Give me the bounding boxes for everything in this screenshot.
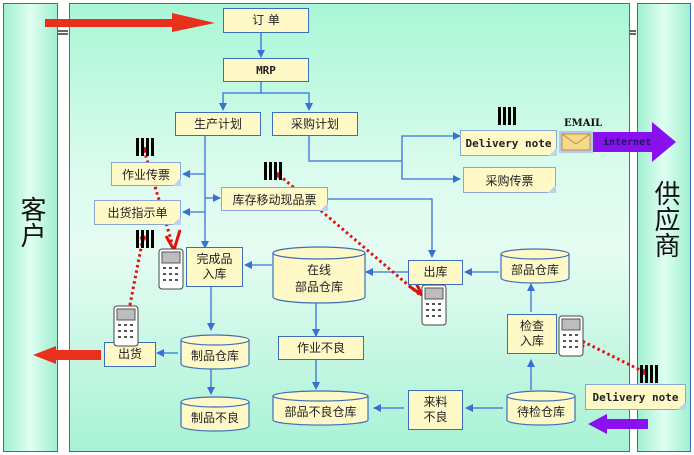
node-finished-warehouse-label: 制品仓库 bbox=[190, 348, 239, 363]
barcode-icon bbox=[640, 365, 658, 383]
node-parts-warehouse-label: 部品仓库 bbox=[510, 262, 559, 277]
factory-area bbox=[69, 3, 630, 452]
node-inspect-in-label: 检查 入库 bbox=[519, 319, 544, 348]
email-label: EMAIL bbox=[564, 118, 603, 129]
node-delivery-note-in[interactable]: Delivery note bbox=[585, 384, 686, 410]
cylinder-shape bbox=[180, 334, 250, 370]
node-parts-defect-warehouse-label: 部品不良仓库 bbox=[284, 404, 357, 419]
barcode-icon bbox=[136, 230, 154, 248]
customer-panel: 客户 bbox=[3, 3, 58, 452]
edge-purchase-split bbox=[308, 136, 402, 162]
node-outbound[interactable]: 出库 bbox=[408, 260, 463, 285]
delivery-inbound-arrow bbox=[588, 414, 648, 434]
node-finished-goods-in[interactable]: 完成品 入库 bbox=[186, 247, 243, 287]
handheld-scanner-icon bbox=[421, 284, 447, 326]
edge-mrp-split bbox=[219, 82, 262, 111]
edge-to-delivery bbox=[401, 132, 461, 161]
barcode-icon bbox=[498, 107, 516, 125]
node-work-ticket[interactable]: 作业传票 bbox=[111, 162, 181, 186]
cylinder-shape bbox=[500, 248, 570, 284]
node-shipping-instruction[interactable]: 出货指示单 bbox=[94, 200, 181, 225]
cylinder-shape bbox=[272, 390, 369, 426]
envelope-icon bbox=[559, 131, 593, 153]
cylinder-shape bbox=[180, 396, 250, 432]
node-production-plan[interactable]: 生产计划 bbox=[175, 112, 261, 136]
order-inflow-arrow bbox=[45, 13, 215, 32]
node-pending-inspection-warehouse[interactable]: 待检仓库 bbox=[506, 390, 576, 426]
node-purchase-ticket[interactable]: 采购传票 bbox=[463, 167, 556, 193]
node-parts-warehouse[interactable]: 部品仓库 bbox=[500, 248, 570, 284]
node-online-parts-warehouse[interactable]: 在线 部品仓库 bbox=[272, 246, 366, 304]
barcode-icon bbox=[136, 138, 154, 156]
handheld-scanner-icon bbox=[158, 248, 184, 290]
handheld-scanner-icon bbox=[558, 315, 584, 357]
node-online-parts-warehouse-label: 在线 部品仓库 bbox=[294, 263, 343, 294]
edge-to-purchase-ticket bbox=[401, 161, 461, 183]
scan-path-move-ticket bbox=[278, 173, 421, 297]
scan-path-shipping bbox=[126, 237, 145, 316]
cylinder-shape bbox=[506, 390, 576, 426]
node-purchase-plan[interactable]: 采购计划 bbox=[272, 112, 358, 136]
node-incoming-defect[interactable]: 来料 不良 bbox=[408, 390, 463, 430]
node-parts-defect-warehouse[interactable]: 部品不良仓库 bbox=[272, 390, 369, 426]
node-pending-inspection-warehouse-label: 待检仓库 bbox=[516, 404, 565, 419]
node-finished-warehouse[interactable]: 制品仓库 bbox=[180, 334, 250, 370]
node-finished-defect[interactable]: 制品不良 bbox=[180, 396, 250, 432]
shipment-outflow-arrow bbox=[33, 346, 101, 364]
customer-label: 客户 bbox=[16, 196, 46, 248]
supplier-label: 供应商 bbox=[650, 180, 680, 258]
node-order[interactable]: 订 单 bbox=[223, 8, 309, 33]
cylinder-shape bbox=[272, 246, 366, 304]
node-inspect-in[interactable]: 检查 入库 bbox=[507, 314, 557, 354]
node-work-defect[interactable]: 作业不良 bbox=[278, 336, 364, 360]
node-mrp[interactable]: MRP bbox=[223, 58, 309, 82]
handheld-scanner-icon bbox=[113, 305, 139, 347]
node-finished-defect-label: 制品不良 bbox=[190, 410, 239, 425]
node-inventory-move-ticket[interactable]: 库存移动现品票 bbox=[221, 187, 328, 211]
scan-path-delivery-in bbox=[579, 338, 645, 374]
barcode-icon bbox=[264, 162, 282, 180]
internet-arrow bbox=[593, 122, 676, 162]
node-finished-goods-in-label: 完成品 入库 bbox=[196, 252, 233, 281]
edge-mrp-purchase bbox=[261, 92, 313, 111]
node-incoming-defect-label: 来料 不良 bbox=[423, 395, 448, 424]
internet-label: internet bbox=[603, 137, 652, 148]
edge-move-to-outbound bbox=[327, 198, 436, 258]
node-delivery-note-out[interactable]: Delivery note bbox=[460, 130, 557, 156]
